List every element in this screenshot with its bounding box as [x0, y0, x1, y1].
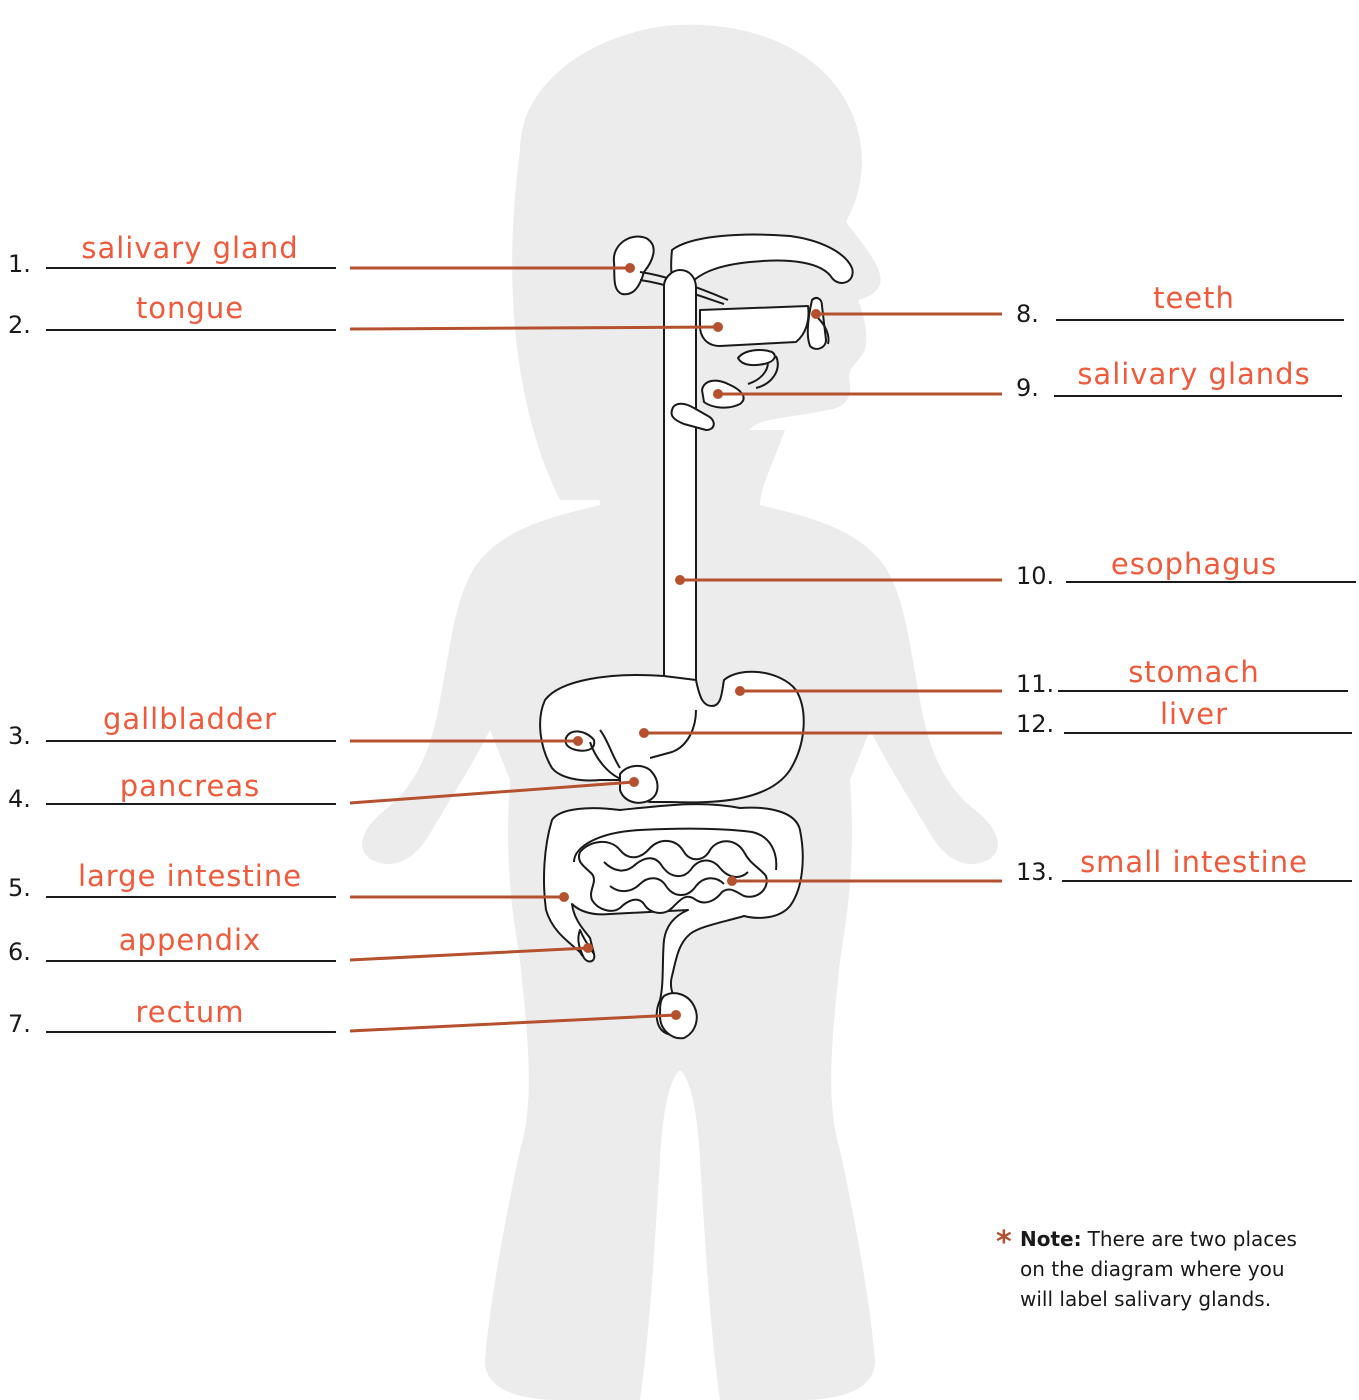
label-number-13: 13. — [1016, 858, 1054, 886]
label-number-1: 1. — [8, 250, 31, 278]
note-block: * Note:There are two places on the diagr… — [996, 1225, 1297, 1311]
note-label: Note: — [1020, 1227, 1082, 1251]
note-asterisk: * — [996, 1225, 1012, 1260]
pointer-dot-1 — [625, 263, 635, 273]
answer-text-3: gallbladder — [103, 702, 277, 736]
answer-text-12: liver — [1160, 697, 1228, 731]
answer-text-13: small intestine — [1080, 845, 1308, 879]
sublingual-gland-shape — [738, 350, 775, 365]
note-line-3: will label salivary glands. — [1020, 1287, 1271, 1311]
pointer-dot-4 — [629, 777, 639, 787]
label-number-11: 11. — [1016, 670, 1054, 698]
label-number-2: 2. — [8, 311, 31, 339]
label-number-8: 8. — [1016, 300, 1039, 328]
answer-text-1: salivary gland — [81, 231, 298, 265]
answer-text-4: pancreas — [120, 769, 261, 803]
esophagus-shape — [664, 270, 696, 700]
note-line-1: Note:There are two places — [1020, 1227, 1297, 1251]
label-number-3: 3. — [8, 722, 31, 750]
label-number-12: 12. — [1016, 710, 1054, 738]
answer-text-11: stomach — [1128, 655, 1260, 689]
label-number-9: 9. — [1016, 374, 1039, 402]
label-number-4: 4. — [8, 785, 31, 813]
pointer-dot-3 — [573, 736, 583, 746]
note-line-2: on the diagram where you — [1020, 1257, 1285, 1281]
label-number-6: 6. — [8, 938, 31, 966]
pointer-dot-2 — [713, 322, 723, 332]
answer-text-8: teeth — [1153, 281, 1235, 315]
pointer-dot-7 — [671, 1010, 681, 1020]
answer-text-2: tongue — [136, 291, 244, 325]
pancreas-shape — [620, 766, 658, 803]
answer-text-10: esophagus — [1111, 547, 1277, 581]
label-number-10: 10. — [1016, 562, 1054, 590]
pointer-dot-6 — [583, 943, 593, 953]
note-line-1-text: There are two places — [1087, 1227, 1297, 1251]
leader-line-2 — [350, 327, 718, 329]
answer-text-5: large intestine — [78, 859, 302, 893]
answer-text-9: salivary glands — [1077, 357, 1310, 391]
label-number-7: 7. — [8, 1010, 31, 1038]
answer-text-7: rectum — [135, 995, 244, 1029]
label-number-5: 5. — [8, 874, 31, 902]
answer-text-6: appendix — [119, 923, 261, 957]
pointer-dot-5 — [559, 892, 569, 902]
